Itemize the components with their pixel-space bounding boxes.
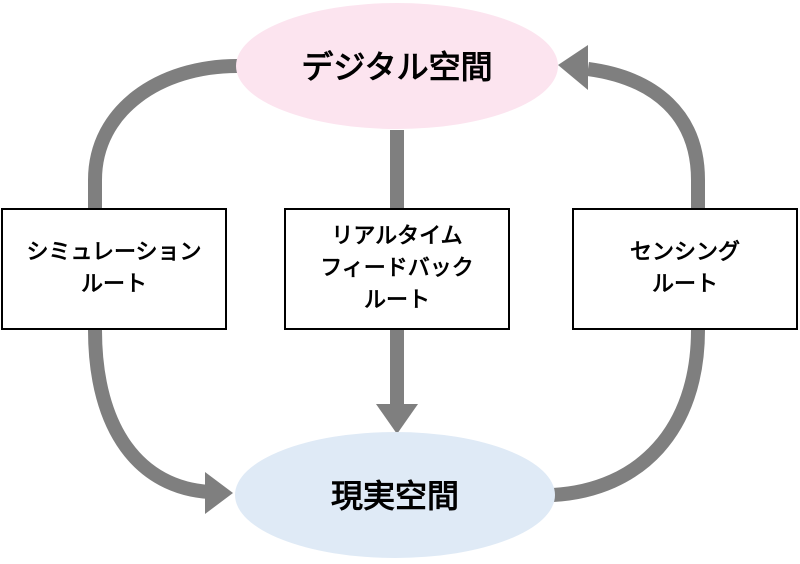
digital-space-node [236,3,558,129]
sensing-arrow-head [558,45,588,90]
realtime-arrow-head [376,404,418,434]
realtime-route-line-2: フィードバック [320,256,474,281]
simulation-arrow-head [205,472,233,514]
physical-space-label: 現実空間 [331,477,459,515]
sensing-route-line-2: ルート [651,272,718,297]
realtime-feedback-route-box: リアルタイム フィードバック ルート [284,208,510,330]
sensing-route-box: センシング ルート [572,208,798,330]
digital-space-label: デジタル空間 [301,48,492,86]
simulation-route-line-2: ルート [80,272,147,297]
simulation-route-line-1: シミュレーション [26,240,202,265]
realtime-route-line-1: リアルタイム [331,224,463,249]
sensing-arrow-shaft [552,62,705,502]
sensing-route-line-1: センシング [629,240,740,265]
realtime-route-line-3: ルート [363,288,430,313]
physical-space-node [235,432,555,558]
simulation-route-box: シミュレーション ルート [1,208,227,330]
